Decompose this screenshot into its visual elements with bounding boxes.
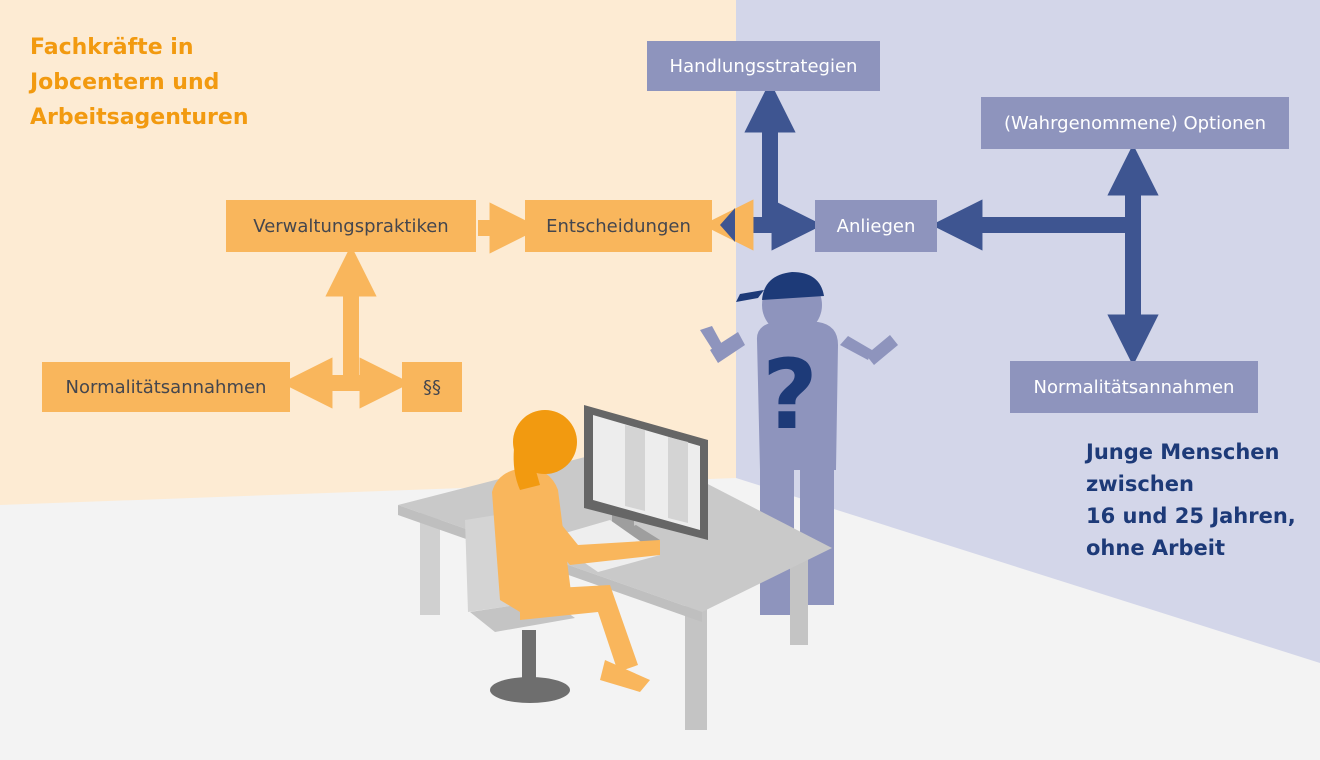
question-mark: ? — [762, 339, 818, 451]
youth-title-line: Junge Menschen — [1086, 440, 1280, 464]
youth-background-wall — [736, 0, 1320, 663]
staff-title-line: Fachkräfte in — [30, 35, 194, 60]
youth-title-line: zwischen — [1086, 472, 1194, 496]
decisions-node: Entscheidungen — [525, 200, 712, 252]
action-strategies-node: Handlungsstrategien — [647, 41, 880, 91]
staff-title-line: Arbeitsagenturen — [30, 105, 249, 130]
staff-member-figure — [492, 410, 660, 692]
youth-normality-assumptions-node: Normalitätsannahmen — [1010, 361, 1258, 413]
youth-group-title: Junge Menschen zwischen 16 und 25 Jahren… — [1086, 436, 1296, 564]
youth-title-line: ohne Arbeit — [1086, 536, 1226, 560]
administrative-practices-node: Verwaltungspraktiken — [226, 200, 476, 252]
staff-normality-assumptions-node: Normalitätsannahmen — [42, 362, 290, 412]
concern-node: Anliegen — [815, 200, 937, 252]
youth-title-line: 16 und 25 Jahren, — [1086, 504, 1296, 528]
law-node: §§ — [402, 362, 462, 412]
computer — [548, 405, 708, 572]
staff-group-title: Fachkräfte in Jobcentern und Arbeitsagen… — [30, 30, 249, 135]
perceived-options-node: (Wahrgenommene) Optionen — [981, 97, 1289, 149]
arrow-decisions-end-recolor — [720, 208, 735, 242]
staff-title-line: Jobcentern und — [30, 70, 220, 95]
